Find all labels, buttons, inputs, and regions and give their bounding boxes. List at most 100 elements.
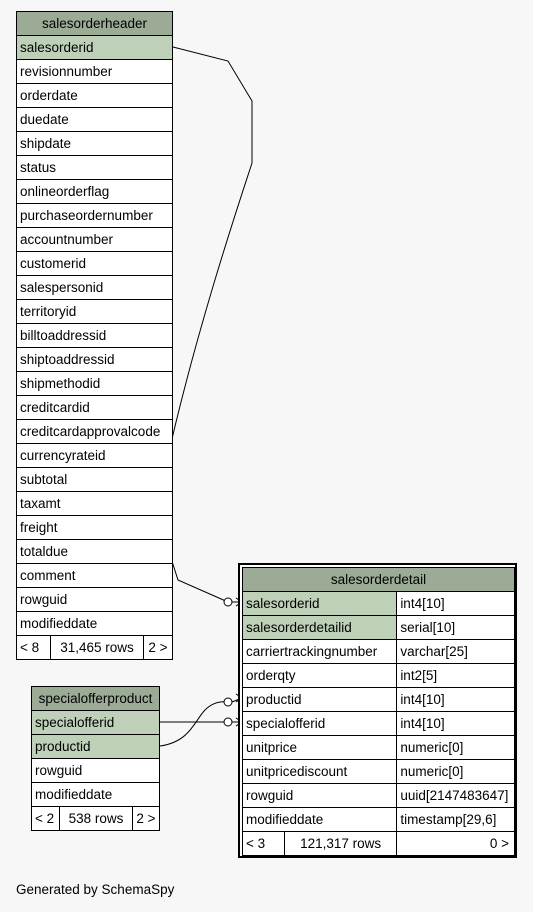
- table-row[interactable]: billtoaddressid: [16, 323, 173, 348]
- children-link[interactable]: 0 >: [396, 831, 515, 856]
- column-name: modifieddate: [31, 782, 160, 807]
- column-name: specialofferid: [241, 711, 398, 736]
- table-row[interactable]: shipdate: [16, 131, 173, 156]
- column-name: shipmethodid: [16, 371, 173, 396]
- table-row[interactable]: rowguid: [16, 587, 173, 612]
- column-type: numeric[0]: [396, 759, 515, 784]
- column-name: revisionnumber: [16, 59, 173, 84]
- table-row[interactable]: salesorderid: [16, 35, 173, 60]
- column-type: varchar[25]: [396, 639, 515, 664]
- table-row[interactable]: specialofferid: [31, 710, 160, 735]
- table-row[interactable]: taxamt: [16, 491, 173, 516]
- table-row[interactable]: salespersonid: [16, 275, 173, 300]
- table-row[interactable]: duedate: [16, 107, 173, 132]
- column-name: totaldue: [16, 539, 173, 564]
- column-name: orderqty: [241, 663, 398, 688]
- table-row[interactable]: rowguid: [31, 758, 160, 783]
- table-row[interactable]: totaldue: [16, 539, 173, 564]
- column-type: uuid[2147483647]: [396, 783, 515, 808]
- column-name: currencyrateid: [16, 443, 173, 468]
- column-name: specialofferid: [31, 710, 160, 735]
- relation-specialofferid-end: [223, 717, 233, 727]
- column-type: numeric[0]: [396, 735, 515, 760]
- table-row[interactable]: productid: [31, 734, 160, 759]
- table-row[interactable]: creditcardapprovalcode: [16, 419, 173, 444]
- table-row[interactable]: revisionnumber: [16, 59, 173, 84]
- column-name: shiptoaddressid: [16, 347, 173, 372]
- table-row[interactable]: creditcardid: [16, 395, 173, 420]
- column-name: customerid: [16, 251, 173, 276]
- column-type: int4[10]: [396, 711, 515, 736]
- column-name: rowguid: [16, 587, 173, 612]
- row-count: 31,465 rows: [50, 635, 144, 660]
- table-row[interactable]: shipmethodid: [16, 371, 173, 396]
- table-row[interactable]: modifieddate: [31, 782, 160, 807]
- table-row[interactable]: modifieddate: [16, 611, 173, 636]
- relation-productid: [159, 701, 229, 747]
- column-name: shipdate: [16, 131, 173, 156]
- column-type: int4[10]: [396, 591, 515, 616]
- column-type: serial[10]: [396, 615, 515, 640]
- column-name: purchaseordernumber: [16, 203, 173, 228]
- table-row[interactable]: comment: [16, 563, 173, 588]
- column-name: taxamt: [16, 491, 173, 516]
- children-link[interactable]: 2 >: [132, 806, 160, 831]
- column-name: productid: [241, 687, 398, 712]
- column-name: creditcardapprovalcode: [16, 419, 173, 444]
- column-name: salesorderid: [16, 35, 173, 60]
- table-row[interactable]: orderdate: [16, 83, 173, 108]
- column-name: accountnumber: [16, 227, 173, 252]
- column-name: unitpricediscount: [241, 759, 398, 784]
- column-type: timestamp[29,6]: [396, 807, 515, 832]
- table-row[interactable]: accountnumber: [16, 227, 173, 252]
- column-type: int2[5]: [396, 663, 515, 688]
- table-row[interactable]: subtotal: [16, 467, 173, 492]
- table-row[interactable]: shiptoaddressid: [16, 347, 173, 372]
- table-title: salesorderdetail: [242, 567, 515, 592]
- column-type: int4[10]: [396, 687, 515, 712]
- row-count: 538 rows: [59, 806, 133, 831]
- table-row[interactable]: freight: [16, 515, 173, 540]
- relation-salesorderid-end: [223, 597, 233, 607]
- column-name: salesorderid: [241, 591, 398, 616]
- parents-link[interactable]: < 2: [31, 806, 60, 831]
- row-count: 121,317 rows: [283, 831, 398, 856]
- table-row[interactable]: onlineorderflag: [16, 179, 173, 204]
- relation-salesorderid: [161, 46, 253, 603]
- table-title: salesorderheader: [16, 11, 173, 36]
- column-name: carriertrackingnumber: [241, 639, 398, 664]
- table-row[interactable]: customerid: [16, 251, 173, 276]
- column-name: territoryid: [16, 299, 173, 324]
- column-name: rowguid: [31, 758, 160, 783]
- column-name: productid: [31, 734, 160, 759]
- column-name: salespersonid: [16, 275, 173, 300]
- table-row[interactable]: purchaseordernumber: [16, 203, 173, 228]
- table-title: specialofferproduct: [31, 686, 160, 711]
- table-row[interactable]: currencyrateid: [16, 443, 173, 468]
- parents-link[interactable]: < 8: [16, 635, 51, 660]
- column-name: rowguid: [241, 783, 398, 808]
- column-name: billtoaddressid: [16, 323, 173, 348]
- generated-by-footer: Generated by SchemaSpy: [16, 882, 175, 897]
- table-row[interactable]: status: [16, 155, 173, 180]
- column-name: modifieddate: [241, 807, 398, 832]
- column-name: duedate: [16, 107, 173, 132]
- table-row[interactable]: territoryid: [16, 299, 173, 324]
- column-name: salesorderdetailid: [241, 615, 398, 640]
- parents-link[interactable]: < 3: [242, 831, 285, 856]
- children-link[interactable]: 2 >: [143, 635, 173, 660]
- relation-productid-end: [223, 697, 233, 707]
